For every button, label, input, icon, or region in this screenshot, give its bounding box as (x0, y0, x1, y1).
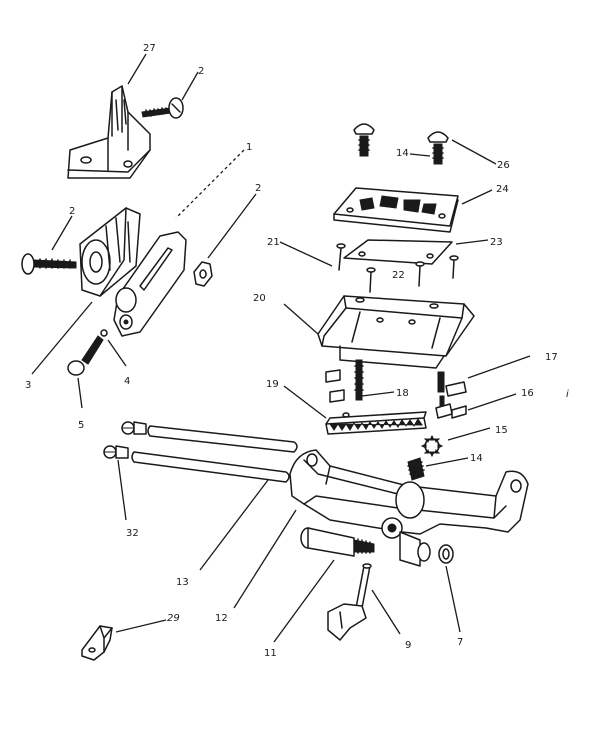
part-15-gear (420, 434, 444, 458)
callout-20: 20 (253, 293, 266, 304)
callout-13: 13 (176, 577, 189, 588)
callout-16: 16 (521, 388, 534, 399)
callout-5: 5 (78, 420, 84, 431)
callout-32: 32 (126, 528, 139, 539)
part-9-lever (327, 563, 372, 641)
part-2-screw-left (21, 253, 77, 275)
leader-lines (31, 53, 531, 643)
part-13-rod-lower (131, 451, 290, 483)
callout-26: 26 (497, 160, 510, 171)
part-2-screw-top (141, 97, 184, 119)
callout-15: 15 (495, 425, 508, 436)
callout-14-top: 14 (396, 148, 409, 159)
callout-2-left: 2 (69, 206, 75, 217)
part-7-washer (438, 544, 454, 564)
callout-19: 19 (266, 379, 279, 390)
callout-1: 1 (246, 142, 252, 153)
part-13-rod-upper (147, 425, 298, 453)
callout-labels: 27 2 1 2 2 3 4 5 14 26 24 21 23 22 20 17… (25, 43, 569, 659)
part-21-screw (336, 243, 346, 271)
callout-22: 22 (392, 270, 405, 281)
callout-3: 3 (25, 380, 31, 391)
part-4-pin (100, 329, 108, 337)
part-19-rack (325, 411, 427, 435)
callout-14-bottom: 14 (470, 453, 483, 464)
part-22-screws (366, 255, 459, 293)
part-23-gasket (343, 239, 453, 265)
part-14-spring (407, 457, 425, 481)
callout-7: 7 (457, 637, 463, 648)
part-2-nut (193, 261, 213, 287)
part-27-bracket (67, 85, 151, 179)
callout-21: 21 (267, 237, 280, 248)
callout-23: 23 (490, 237, 503, 248)
part-26-screw-right (427, 131, 449, 165)
callout-29: 29 (167, 613, 180, 624)
part-18-screw (325, 359, 364, 403)
part-16-blocks (435, 395, 467, 419)
part-3-carriage (79, 207, 141, 297)
part-26-screw-left (353, 123, 375, 157)
callout-12: 12 (215, 613, 228, 624)
callout-4: 4 (124, 376, 130, 387)
callout-18: 18 (396, 388, 409, 399)
part-32-screw-bottom (103, 445, 129, 459)
callout-27: 27 (143, 43, 156, 54)
callout-2-nut: 2 (255, 183, 261, 194)
part-5-bolt (67, 335, 104, 376)
callout-2-top: 2 (198, 66, 204, 77)
part-29-bracket (81, 625, 113, 661)
callout-11: 11 (264, 648, 277, 659)
part-24-needle-plate (333, 187, 459, 233)
part-11-shaft (300, 527, 375, 557)
part-32-screw-top (121, 421, 147, 435)
part-17-pin (437, 371, 467, 397)
callout-17: 17 (545, 352, 558, 363)
part-20-slide (317, 295, 475, 369)
callout-24: 24 (496, 184, 509, 195)
part-12-frame (289, 449, 529, 567)
part-1-slotted-plate (113, 231, 187, 337)
callout-9: 9 (405, 640, 411, 651)
margin-mark: i (566, 389, 569, 400)
